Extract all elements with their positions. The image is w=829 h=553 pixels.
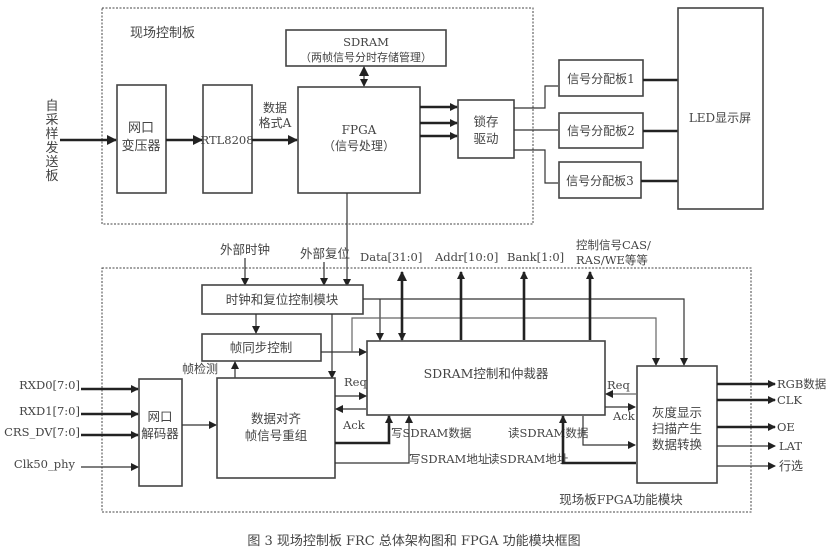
distributor-board-3 <box>558 161 642 199</box>
ext-reset-label: 外部复位 <box>300 246 350 261</box>
sync-to-gray-line <box>351 317 660 366</box>
fpga-sublabel: （信号处理） <box>323 139 395 153</box>
ack-label-right: Ack <box>612 409 636 423</box>
rtl8208-block <box>202 84 253 194</box>
input-label-rxd1: RXD1[7:0] <box>19 404 80 418</box>
ctrl-signals-label: RAS/WE等等 <box>576 253 648 267</box>
distributor-label: 信号分配板3 <box>566 174 634 188</box>
req-label-left: Req <box>344 375 367 389</box>
sdram-label: SDRAM <box>343 35 389 49</box>
frame-detect-label: 帧检测 <box>182 361 218 376</box>
gray-label: 扫描产生 <box>652 421 702 436</box>
bus-label-bank: Bank[1:0] <box>507 250 564 264</box>
source-char: 自 <box>45 99 58 114</box>
frame-sync-label: 帧同步控制 <box>230 340 293 355</box>
bus-label-addr: Addr[10:0] <box>434 250 498 264</box>
latch-label: 锁存 <box>473 114 498 129</box>
data-format-label: 格式A <box>259 115 292 130</box>
latch-label: 驱动 <box>473 131 498 146</box>
write-data-line <box>335 415 393 445</box>
output-label-oe: OE <box>777 420 795 434</box>
sdram-controller-block <box>366 340 606 416</box>
source-char: 样 <box>45 127 58 142</box>
data-align-block <box>216 377 336 479</box>
distributor-label: 信号分配板1 <box>567 72 635 86</box>
read-data-label: 读SDRAM数据 <box>508 426 589 440</box>
rtl8208-label: RTL8208 <box>200 133 253 147</box>
sdram-sublabel: （两帧信号分时存储管理） <box>300 50 432 64</box>
decoder-block <box>138 378 183 487</box>
write-data-label: 写SDRAM数据 <box>391 426 472 440</box>
field-control-board-boundary <box>101 7 534 225</box>
input-label-clk50: Clk50_phy <box>14 457 76 471</box>
transformer-label: 网口 <box>128 121 154 136</box>
source-char: 板 <box>45 169 58 184</box>
read-addr-label: 读SDRAM地址 <box>488 452 569 466</box>
distributor-label: 信号分配板2 <box>567 124 635 138</box>
write-addr-line <box>335 415 413 464</box>
input-label-crsdv: CRS_DV[7:0] <box>4 425 80 439</box>
read-addr-line <box>559 415 636 465</box>
ext-clock-label: 外部时钟 <box>220 242 270 257</box>
figure-caption: 图 3 现场控制板 FRC 总体架构图和 FPGA 功能模块框图 <box>247 534 580 549</box>
output-label-rgb: RGB数据 <box>777 377 827 391</box>
ack-label-left: Ack <box>342 418 366 432</box>
board-title: 现场控制板 <box>130 26 195 41</box>
transformer-label: 变压器 <box>121 138 160 154</box>
source-char: 发 <box>45 140 58 156</box>
align-label: 数据对齐 <box>251 411 302 426</box>
distributor-board-2 <box>558 112 644 149</box>
data-format-label: 数据 <box>263 100 287 115</box>
latch-dist3-line <box>514 149 558 184</box>
led-label: LED显示屏 <box>689 111 751 125</box>
ctrl-signals-label: 控制信号CAS/ <box>576 238 651 252</box>
sdram-block <box>285 29 447 67</box>
decoder-label: 网口 <box>147 409 172 424</box>
source-label: 自 采 样 发 送 板 <box>45 99 58 184</box>
gray-scan-block <box>636 365 718 484</box>
gray-label: 数据转换 <box>652 437 703 452</box>
clock-to-gray-line <box>363 298 688 366</box>
output-label-clk: CLK <box>777 393 802 407</box>
bus-label-data: Data[31:0] <box>360 250 422 264</box>
source-char: 送 <box>45 155 58 170</box>
sdram-controller-label: SDRAM控制和仲裁器 <box>424 366 549 381</box>
led-display-block <box>677 7 764 210</box>
distributor-board-1 <box>558 59 644 97</box>
input-label-rxd0: RXD0[7:0] <box>19 378 80 392</box>
write-addr-label: 写SDRAM地址 <box>409 452 490 466</box>
source-char: 采 <box>45 113 58 128</box>
output-label-lat: LAT <box>779 439 802 453</box>
fpga-label: FPGA <box>342 123 377 137</box>
output-label-row-select: 行选 <box>779 459 803 473</box>
latch-driver-block <box>457 99 515 159</box>
gray-label: 灰度显示 <box>652 405 702 420</box>
clock-reset-label: 时钟和复位控制模块 <box>226 292 339 307</box>
frame-sync-block <box>201 333 322 362</box>
read-data-line <box>582 416 636 449</box>
align-label: 帧信号重组 <box>245 428 308 443</box>
latch-dist1-line <box>514 85 558 109</box>
decoder-label: 解码器 <box>141 426 179 441</box>
fpga-block <box>297 86 421 194</box>
req-label-right: Req <box>607 378 630 392</box>
module-title: 现场板FPGA功能模块 <box>559 492 683 507</box>
